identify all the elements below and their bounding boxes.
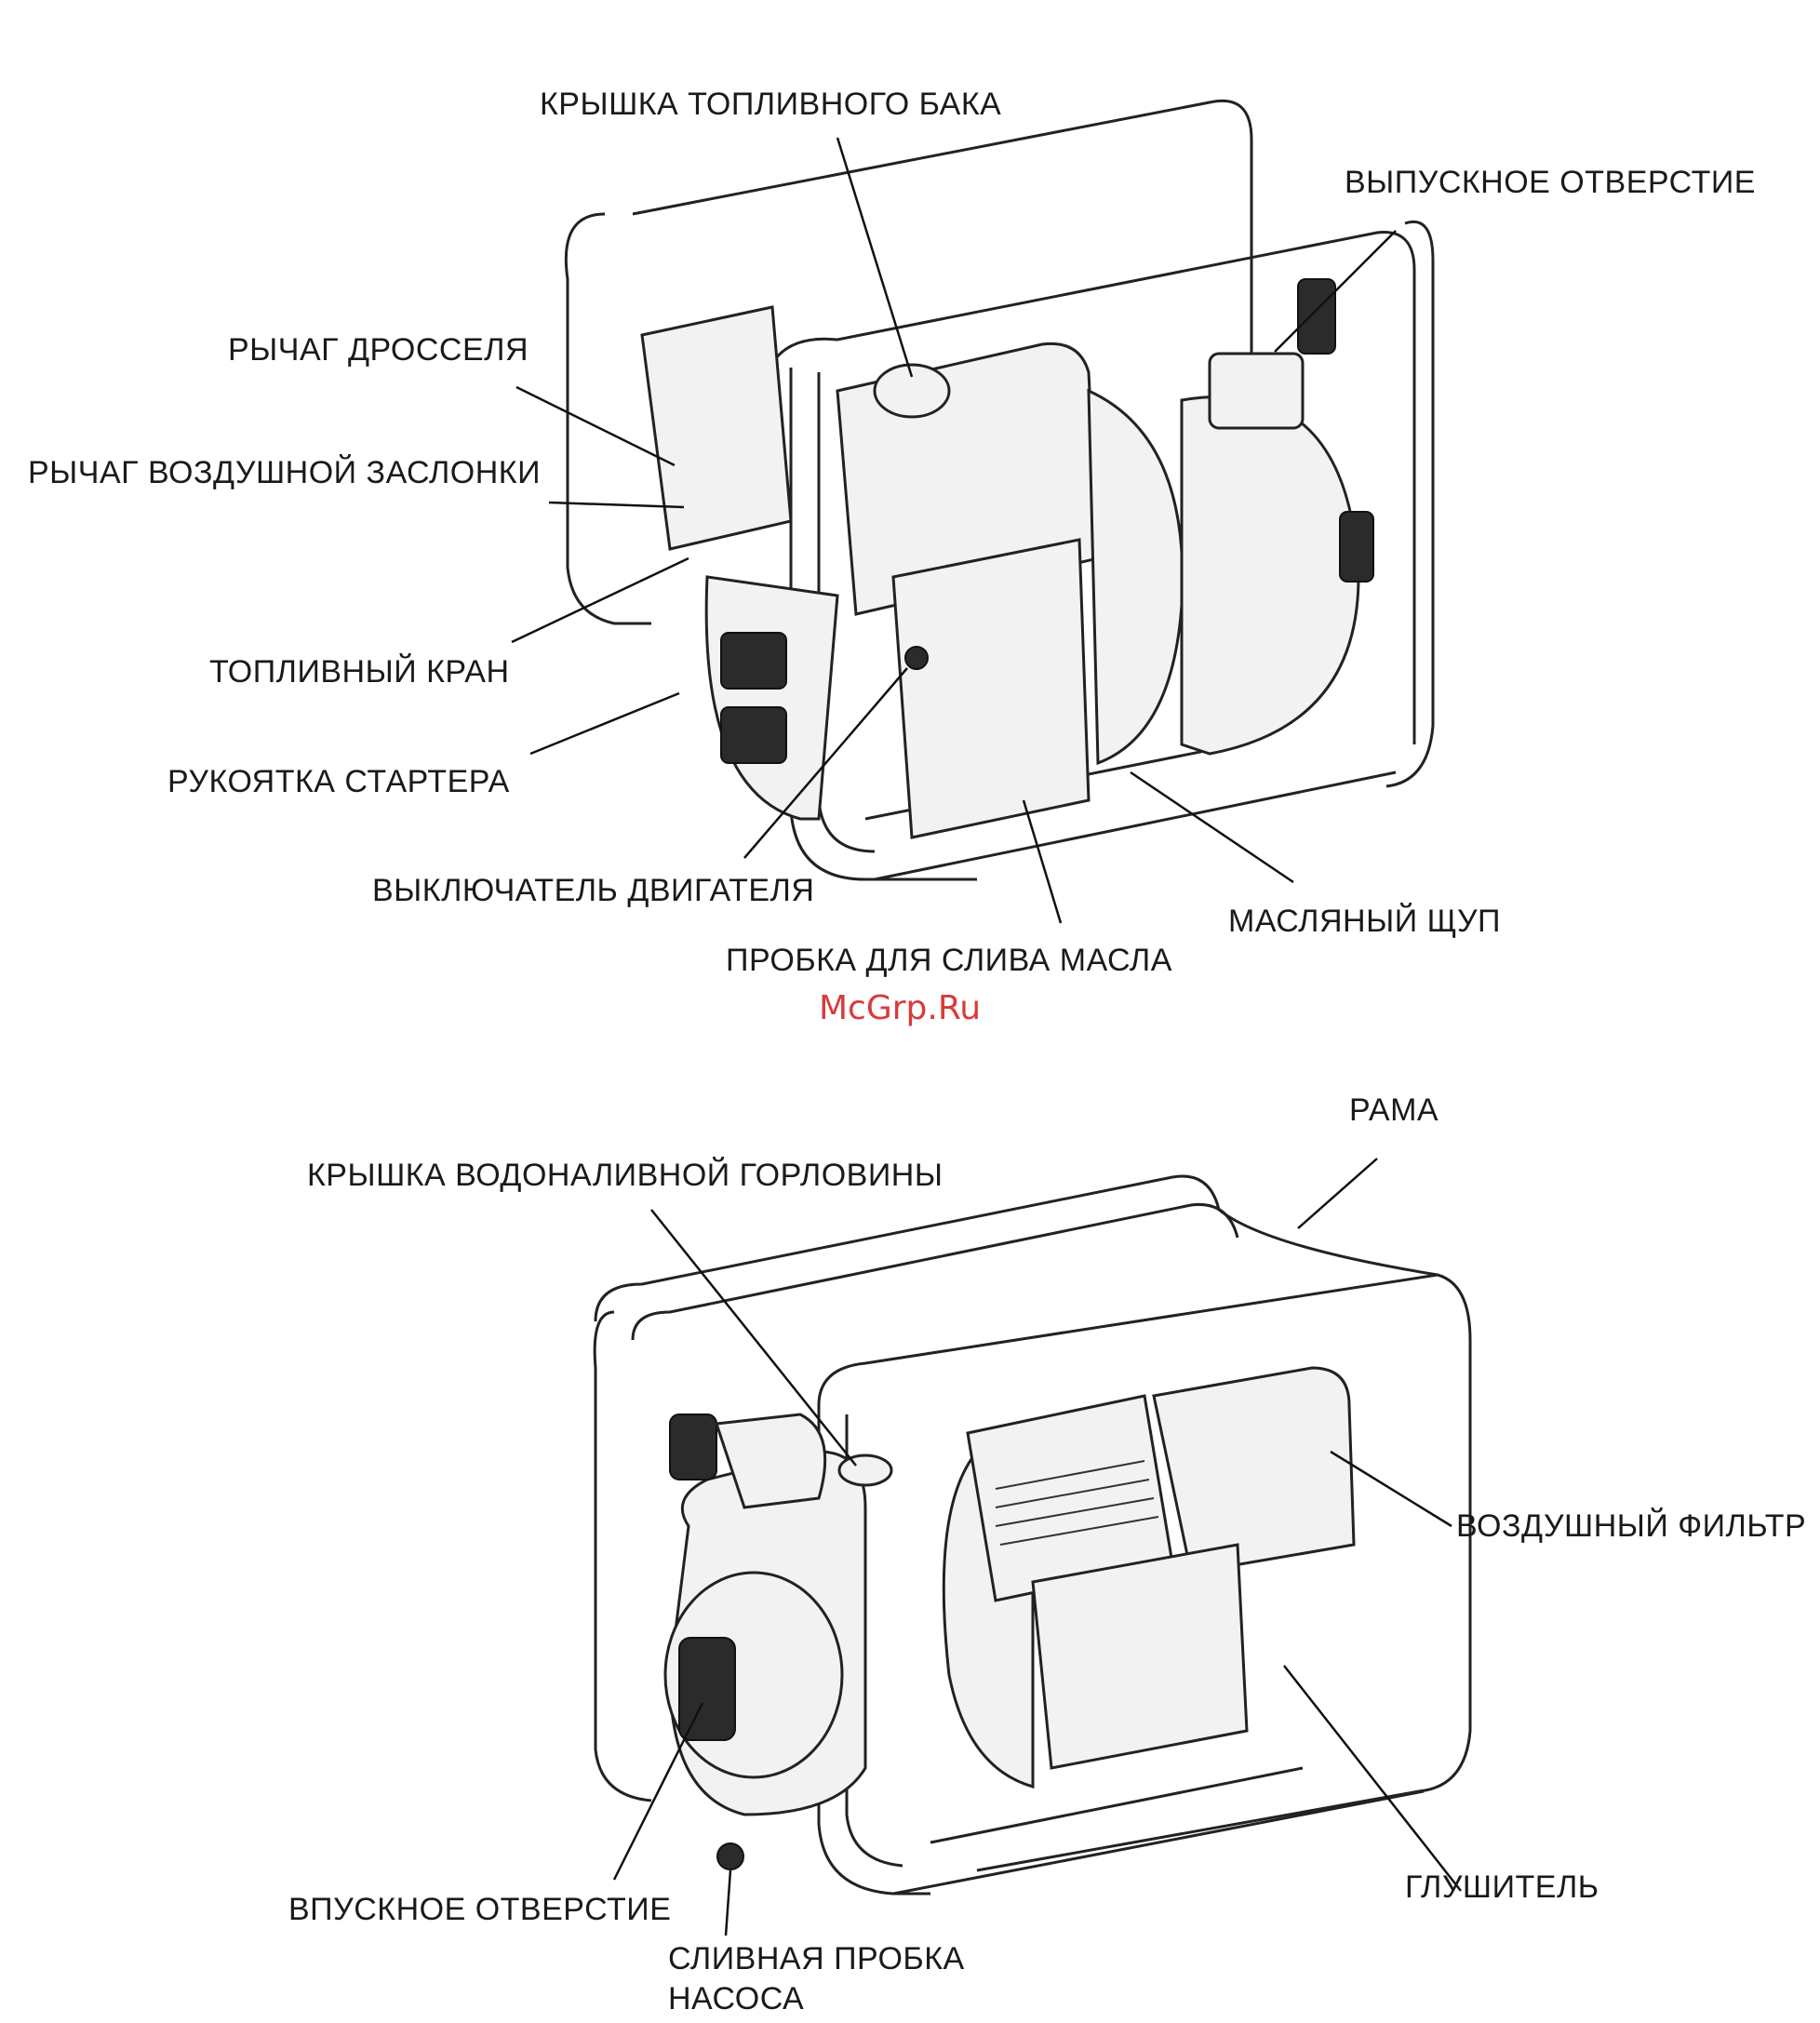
leader-inlet: [614, 1703, 703, 1880]
label-starter-grip: РУКОЯТКА СТАРТЕРА: [167, 763, 510, 800]
label-muffler: ГЛУШИТЕЛЬ: [1405, 1869, 1599, 1906]
label-oil-dipstick: МАСЛЯНЫЙ ЩУП: [1228, 903, 1501, 940]
label-pump-drain-line2: НАСОСА: [668, 1980, 804, 2017]
bottom-frame-left: [595, 1312, 651, 1801]
label-oil-drain-plug: ПРОБКА ДЛЯ СЛИВА МАСЛА: [726, 942, 1172, 979]
bottom-frame-top-back: [596, 1176, 1219, 1321]
top-pump-illustration: [566, 100, 1433, 879]
leader-fuel-tank-cap: [837, 138, 912, 377]
bottom-pump-drain-plug: [717, 1843, 743, 1869]
label-frame: РАМА: [1349, 1092, 1439, 1129]
label-fuel-tank-cap: КРЫШКА ТОПЛИВНОГО БАКА: [540, 86, 1001, 123]
top-recoil-starter: [706, 577, 837, 819]
top-fuel-cap-shape: [875, 365, 949, 417]
label-inlet: ВПУСКНОЕ ОТВЕРСТИЕ: [288, 1891, 671, 1928]
bottom-pump-illustration: [595, 1176, 1470, 1894]
bottom-frame-base: [893, 1791, 1424, 1894]
leader-muffler: [1284, 1666, 1461, 1891]
top-outlet-thread: [1298, 279, 1335, 354]
label-air-filter: ВОЗДУШНЫЙ ФИЛЬТР: [1456, 1507, 1806, 1545]
top-crankcase: [893, 540, 1089, 837]
top-outlet-elbow: [1210, 354, 1303, 428]
leader-frame: [1298, 1159, 1377, 1228]
top-pump-volute-plate: [1089, 391, 1183, 763]
leader-starter-grip: [530, 693, 679, 754]
label-outlet: ВЫПУСКНОЕ ОТВЕРСТИЕ: [1345, 164, 1756, 201]
label-priming-cap: КРЫШКА ВОДОНАЛИВНОЙ ГОРЛОВИНЫ: [307, 1157, 943, 1194]
label-engine-switch: ВЫКЛЮЧАТЕЛЬ ДВИГАТЕЛЯ: [372, 872, 814, 909]
top-air-filter-shape: [642, 307, 791, 549]
bottom-priming-cap-shape: [839, 1455, 891, 1485]
label-choke-lever: РЫЧАГ ВОЗДУШНОЙ ЗАСЛОНКИ: [28, 454, 541, 491]
top-inlet-thread: [1340, 512, 1373, 582]
watermark: McGrp.Ru: [819, 989, 981, 1027]
bottom-outlet-thread: [670, 1414, 716, 1480]
leader-fuel-valve: [512, 558, 689, 642]
label-pump-drain-line1: СЛИВНАЯ ПРОБКА: [668, 1940, 965, 1977]
bottom-crankcase: [1033, 1545, 1247, 1768]
bottom-air-filter-shape: [1154, 1368, 1354, 1573]
top-engine-switch-knob: [905, 647, 928, 669]
leader-pump-drain: [726, 1870, 730, 1936]
top-pump-housing: [1182, 396, 1358, 754]
top-starter-grille-2: [721, 707, 786, 763]
bottom-frame-skid: [930, 1768, 1303, 1842]
top-frame-right: [1386, 221, 1433, 786]
leader-dipstick: [1131, 772, 1293, 882]
bottom-inlet-thread: [679, 1638, 735, 1740]
label-throttle-lever: РЫЧАГ ДРОССЕЛЯ: [228, 331, 529, 368]
leader-oil-drain: [1024, 800, 1061, 923]
label-fuel-valve: ТОПЛИВНЫЙ КРАН: [209, 653, 510, 690]
top-starter-grille-1: [721, 633, 786, 689]
